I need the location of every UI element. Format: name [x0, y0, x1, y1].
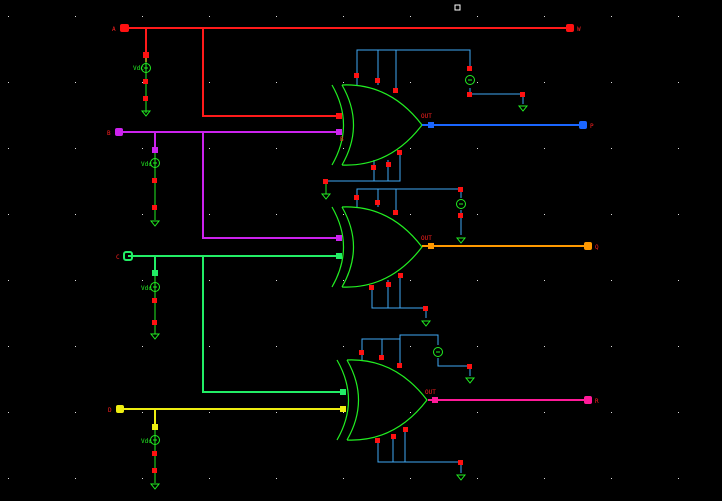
- svg-text:D: D: [108, 407, 112, 414]
- svg-text:R: R: [595, 398, 599, 405]
- xor-gate-1[interactable]: OUT B: [321, 49, 528, 200]
- svg-text:Vdc: Vdc: [133, 65, 144, 72]
- net-out-w-1[interactable]: P: [422, 121, 594, 130]
- svg-text:P: P: [590, 123, 594, 130]
- pin-in-a[interactable]: A: [112, 24, 129, 33]
- source-b[interactable]: Vdc: [141, 147, 160, 227]
- net-d[interactable]: [120, 408, 343, 426]
- svg-text:OUT: OUT: [425, 389, 436, 396]
- svg-text:A: A: [112, 26, 116, 33]
- svg-text:Vdc: Vdc: [141, 285, 152, 292]
- pin-in-d[interactable]: D: [108, 405, 124, 414]
- pin-in-b[interactable]: B: [107, 128, 123, 137]
- svg-text:W: W: [577, 26, 581, 33]
- source-c[interactable]: Vdc: [141, 270, 160, 340]
- pin-in-c[interactable]: C: [116, 251, 133, 261]
- svg-text:OUT: OUT: [421, 113, 432, 120]
- xor-gate-2[interactable]: OUT: [331, 187, 466, 327]
- source-d[interactable]: Vdc: [141, 424, 160, 490]
- svg-text:Vdc: Vdc: [141, 161, 152, 168]
- net-out-2[interactable]: Q: [422, 242, 599, 251]
- cursor-marker: [454, 4, 461, 11]
- pin-out-w[interactable]: W: [566, 24, 581, 33]
- svg-text:OUT: OUT: [421, 235, 432, 242]
- xor-gate-3[interactable]: OUT: [336, 334, 475, 481]
- svg-text:B: B: [340, 136, 344, 143]
- svg-text:C: C: [116, 254, 120, 261]
- svg-text:Vdc: Vdc: [141, 438, 152, 445]
- source-a[interactable]: Vdc: [133, 52, 151, 117]
- svg-text:B: B: [107, 130, 111, 137]
- svg-text:Q: Q: [595, 244, 599, 251]
- net-out-3[interactable]: R: [428, 396, 599, 405]
